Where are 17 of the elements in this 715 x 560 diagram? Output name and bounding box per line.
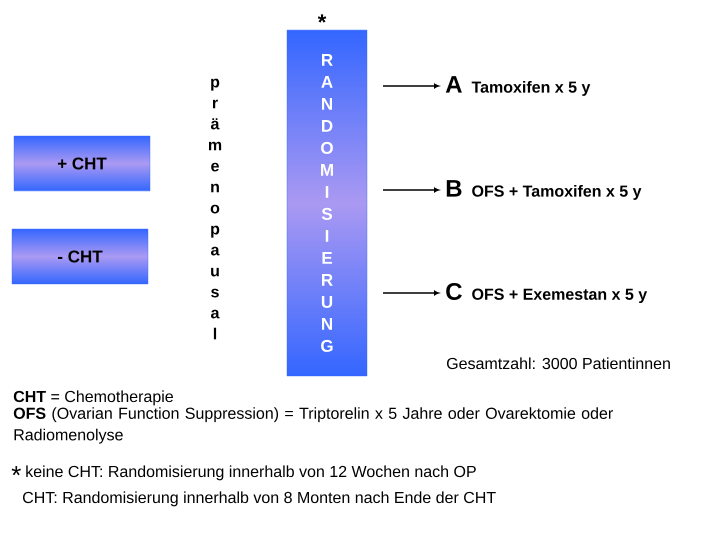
arm-label: A Tamoxifen x 5 y <box>446 76 590 96</box>
arrow <box>383 84 440 88</box>
footnote-text: keine CHT: Randomisierung innerhalb von 12 Wochen nach OP <box>26 465 476 480</box>
asterisk: * <box>318 14 326 23</box>
definition-text: CHT = Chemotherapie <box>14 390 173 406</box>
footnote-asterisk: * <box>12 466 21 476</box>
arm-label: B OFS + Tamoxifen x 5 y <box>446 180 642 200</box>
arrow <box>383 188 440 192</box>
total-note: Gesamtzahl: 3000 Patientinnen <box>447 357 670 370</box>
randomization-bar: RANDOMISIERUNG <box>286 30 368 376</box>
vertical-label: prämenopausal <box>208 78 222 340</box>
arrow <box>383 290 440 296</box>
arm-label: C OFS + Exemestan x 5 y <box>446 282 648 304</box>
group-box: - CHT <box>12 228 148 284</box>
definition-text: OFS (Ovarian Function Suppression) = Triptorelin x 5 Jahre oder Ovarektomie oder Radiomenolyse <box>14 407 613 444</box>
footnote-text: CHT: Randomisierung innerhalb von 8 Monten nach Ende der CHT <box>23 491 496 506</box>
group-box: + CHT <box>14 136 150 192</box>
